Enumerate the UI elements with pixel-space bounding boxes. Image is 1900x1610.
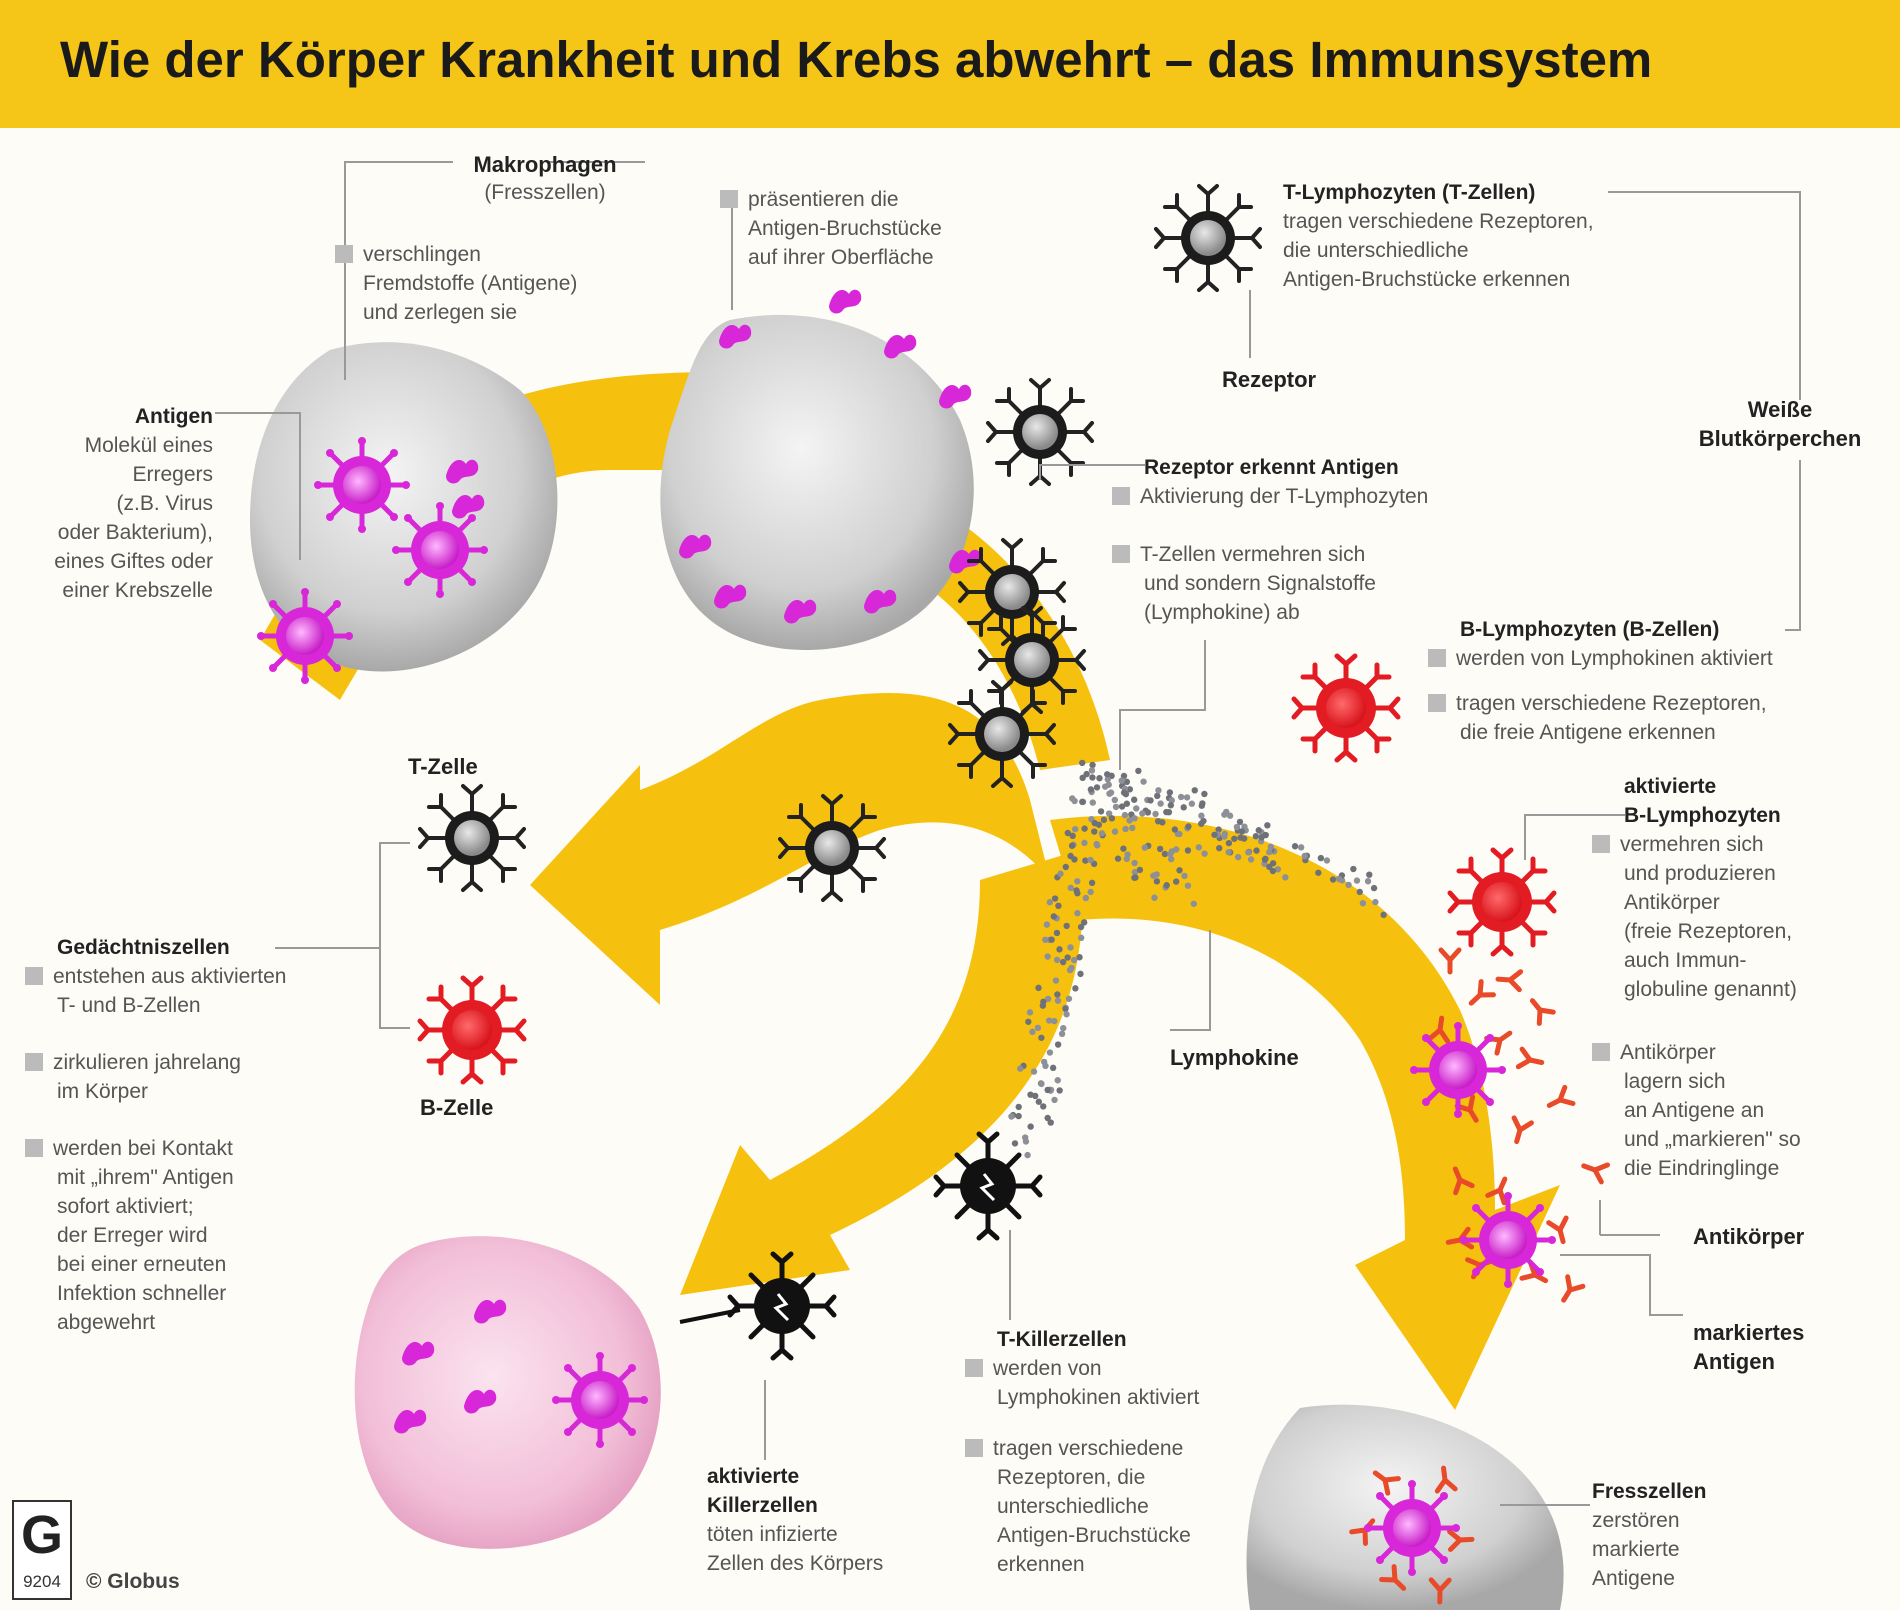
praesentieren-text: präsentieren die Antigen-Bruchstücke auf… — [720, 185, 942, 272]
makrophagen-title: Makrophagen — [473, 152, 617, 177]
bullet-icon — [1428, 694, 1446, 712]
b-zelle-label: B-Zelle — [420, 1095, 494, 1120]
t-zellen-vermehren-text: T-Zellen vermehren sich und sondern Sign… — [1112, 540, 1376, 627]
fresszellen-text: Fresszellen zerstören markierte Antigene — [1592, 1480, 1707, 1590]
aktivierte-killerzellen-text: aktivierte Killerzellen töten infizierte… — [707, 1465, 884, 1575]
rezeptor-label: Rezeptor — [1222, 367, 1317, 392]
bullet-icon — [965, 1359, 983, 1377]
rezeptor-erkennt-text: Rezeptor erkennt Antigen Aktivierung der… — [1112, 453, 1428, 511]
bullet-icon — [720, 190, 738, 208]
page-title: Wie der Körper Krankheit und Krebs abweh… — [60, 31, 1653, 88]
globus-logo: G 9204 — [12, 1500, 72, 1600]
verschlingen-text: verschlingen Fremdstoffe (Antigene) und … — [335, 240, 577, 327]
bullet-icon — [1428, 649, 1446, 667]
bullet-icon — [1592, 835, 1610, 853]
bullet-icon — [1112, 545, 1130, 563]
title-bar: Wie der Körper Krankheit und Krebs abweh… — [0, 0, 1900, 128]
lymphokine-label: Lymphokine — [1170, 1045, 1299, 1070]
copyright: © Globus — [86, 1570, 180, 1593]
antigen-text: Antigen Molekül eines Erregers (z.B. Vir… — [54, 405, 213, 602]
aktivierte-b-lymphozyten-text: aktivierte B-Lymphozyten vermehren sich … — [1592, 772, 1797, 1004]
bullet-icon — [25, 967, 43, 985]
immune-system-diagram — [215, 161, 1801, 1610]
bullet-icon — [965, 1439, 983, 1457]
weisse-blutkoerperchen-label: Weiße Blutkörperchen — [1698, 397, 1862, 451]
bullet-icon — [25, 1053, 43, 1071]
markiertes-antigen-label: markiertes Antigen — [1693, 1320, 1805, 1374]
antikoerper-label: Antikörper — [1693, 1224, 1805, 1249]
t-lymphozyten-text: T-Lymphozyten (T-Zellen) tragen verschie… — [1283, 181, 1594, 291]
bullet-icon — [1112, 487, 1130, 505]
t-killerzellen-text: T-Killerzellen werden von Lymphokinen ak… — [965, 1325, 1199, 1579]
antikoerper-lagern-text: Antikörper lagern sich an Antigene an un… — [1592, 1038, 1801, 1183]
bullet-icon — [335, 245, 353, 263]
bullet-icon — [25, 1139, 43, 1157]
bullet-icon — [1592, 1043, 1610, 1061]
gedaechtniszellen-text: Gedächtniszellen entstehen aus aktiviert… — [25, 933, 286, 1337]
makrophagen-sub: (Fresszellen) — [484, 181, 606, 204]
b-lymphozyten-text: B-Lymphozyten (B-Zellen) werden von Lymp… — [1428, 615, 1773, 747]
t-zelle-label: T-Zelle — [408, 754, 478, 779]
